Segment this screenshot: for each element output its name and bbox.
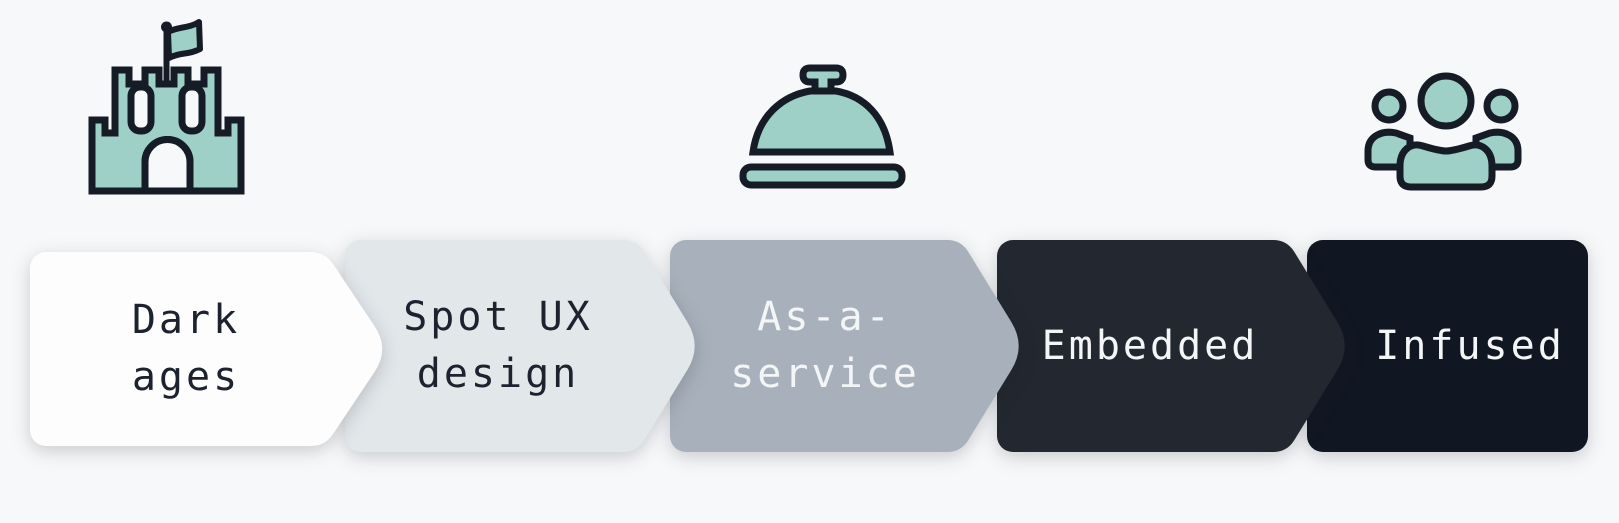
person-right-head <box>1483 88 1519 124</box>
stage-chevron-as-a-service <box>670 240 1019 452</box>
castle-window-left <box>127 83 155 135</box>
bell-plate <box>739 163 906 189</box>
service-bell-icon <box>739 64 906 189</box>
stage-flow <box>30 240 1588 452</box>
stage-chevron-dark-ages <box>30 252 383 446</box>
castle-flag <box>165 19 203 61</box>
castle-icon <box>88 19 245 195</box>
castle-door <box>141 136 194 195</box>
person-center-body <box>1396 141 1496 191</box>
people-group-icon <box>1364 72 1522 191</box>
castle-window-right <box>178 83 206 135</box>
stage-chevron-infused <box>1307 240 1588 452</box>
person-left-head <box>1371 88 1407 124</box>
stage-chevron-spot-ux-design <box>345 240 695 452</box>
bell-dome <box>748 87 895 156</box>
stage-chevron-embedded <box>997 240 1345 452</box>
bell-knob <box>799 64 847 100</box>
person-center-head <box>1417 72 1475 130</box>
